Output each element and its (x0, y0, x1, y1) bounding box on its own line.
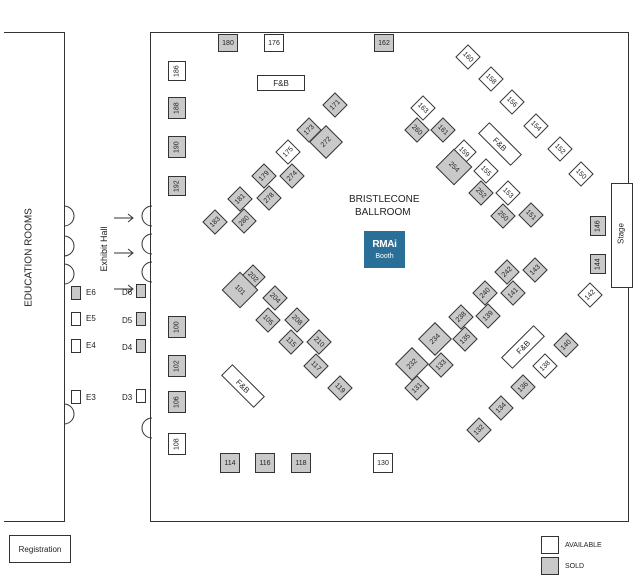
booth-118[interactable]: 118 (291, 453, 311, 473)
booth-186[interactable]: 186 (168, 61, 186, 81)
education-rooms-area (4, 32, 65, 522)
exhibit-hall-floor (150, 32, 629, 522)
legend-available-swatch (541, 536, 559, 554)
booth-e6[interactable] (71, 286, 81, 300)
booth-100[interactable]: 100 (168, 316, 186, 338)
booth-e5-label: E5 (86, 314, 96, 323)
ballroom-name-line1: BRISTLECONE (349, 194, 420, 205)
booth-d4-label: D4 (122, 343, 133, 352)
booth-114[interactable]: 114 (220, 453, 240, 473)
booth-108[interactable]: 108 (168, 433, 186, 455)
booth-e4-label: E4 (86, 341, 96, 350)
booth-d6-label: D6 (122, 288, 133, 297)
booth-d4[interactable] (136, 339, 146, 353)
booth-d3[interactable] (136, 389, 146, 403)
stage-area (611, 183, 633, 288)
legend-available-label: AVAILABLE (565, 542, 602, 549)
booth-176[interactable]: 176 (264, 34, 284, 52)
booth-d5[interactable] (136, 312, 146, 326)
entrance-arrows (114, 213, 134, 294)
legend-sold-swatch (541, 557, 559, 575)
education-doors (63, 205, 75, 425)
registration-area: Registration (9, 535, 71, 563)
booth-e6-label: E6 (86, 288, 96, 297)
ballroom-name-line2: BALLROOM (355, 207, 411, 218)
rmai-logo: RMAi (372, 239, 397, 250)
booth-e4[interactable] (71, 339, 81, 353)
fb-area-top: F&B (257, 75, 305, 91)
booth-180[interactable]: 180 (218, 34, 238, 52)
booth-d3-label: D3 (122, 393, 133, 402)
booth-116[interactable]: 116 (255, 453, 275, 473)
booth-162[interactable]: 162 (374, 34, 394, 52)
booth-102[interactable]: 102 (168, 355, 186, 377)
booth-192[interactable]: 192 (168, 176, 186, 196)
booth-190[interactable]: 190 (168, 136, 186, 158)
booth-130[interactable]: 130 (373, 453, 393, 473)
booth-144[interactable]: 144 (590, 254, 606, 274)
booth-e3[interactable] (71, 390, 81, 404)
rmai-booth[interactable]: RMAi Booth (364, 231, 405, 268)
exhibit-hall-doors (141, 205, 153, 439)
booth-d5-label: D5 (122, 316, 133, 325)
rmai-booth-label: Booth (375, 253, 394, 260)
booth-d6[interactable] (136, 284, 146, 298)
exhibit-hall-label: Exhibit Hall (99, 226, 109, 272)
booth-e3-label: E3 (86, 393, 96, 402)
legend-sold-label: SOLD (565, 563, 585, 570)
education-rooms-label: EDUCATION ROOMS (23, 208, 35, 307)
booth-e5[interactable] (71, 312, 81, 326)
booth-188[interactable]: 188 (168, 97, 186, 119)
booth-106[interactable]: 106 (168, 391, 186, 413)
stage-label: Stage (616, 223, 626, 244)
booth-146[interactable]: 146 (590, 216, 606, 236)
